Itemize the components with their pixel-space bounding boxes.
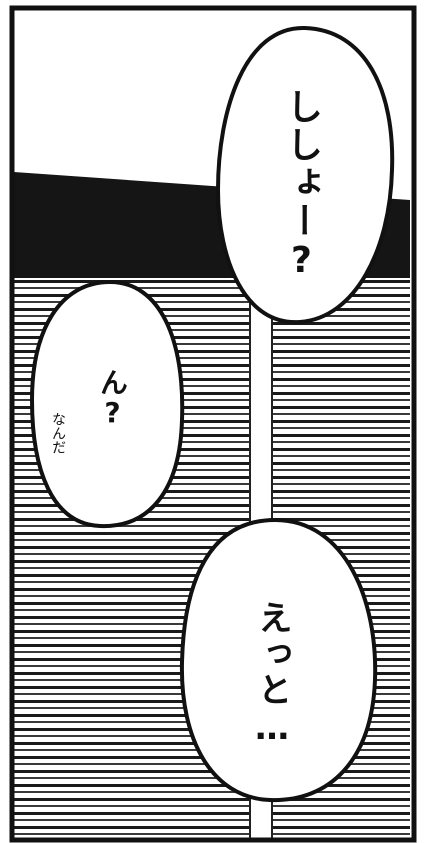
panel-border (9, 5, 417, 843)
bubble-top-text: ししょー? (281, 88, 322, 283)
bubble-left-main-text: ん? (96, 368, 129, 429)
speech-bubble-bottom (179, 517, 378, 803)
bubble-left-small-text: なんだ (50, 412, 66, 454)
speech-bubble-left (29, 279, 185, 529)
speech-bubble-top (215, 25, 395, 325)
bubble-bottom-text: えっと… (252, 600, 292, 750)
